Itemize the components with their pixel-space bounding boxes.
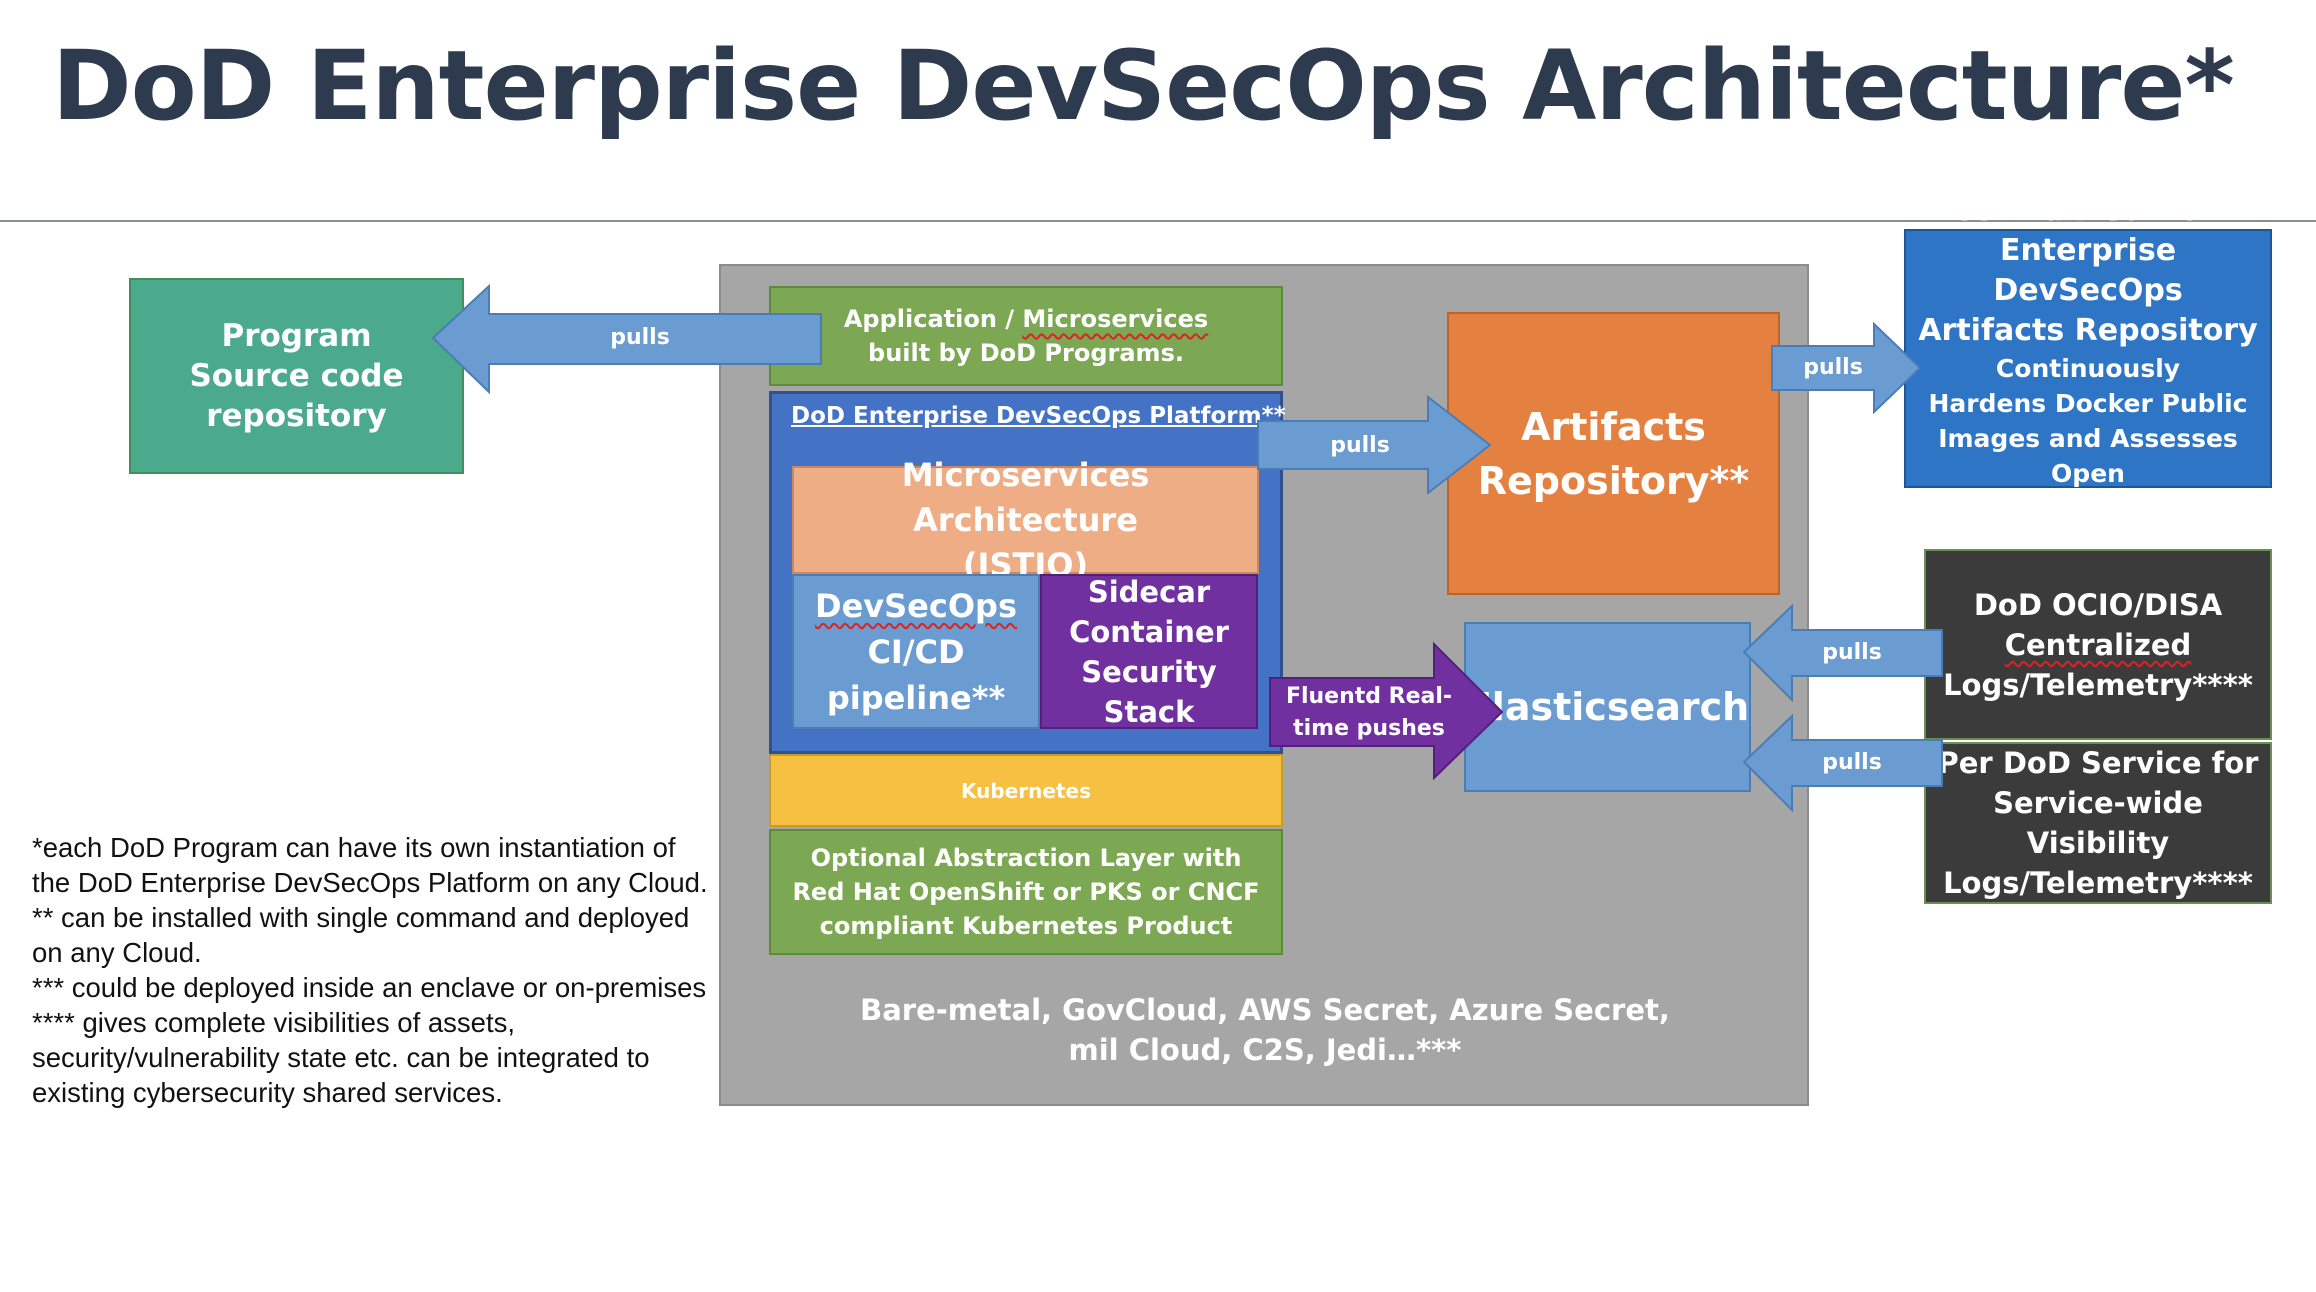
source-pulls-label: pulls <box>610 325 670 350</box>
sidecar-security-stack-box: Sidecar Container Security Stack <box>1040 574 1258 729</box>
ocio-disa-logs-box: DoD OCIO/DISA Centralized Logs/Telemetry… <box>1924 549 2272 740</box>
cicd-pipeline-box: DevSecOps CI/CD pipeline** <box>792 574 1040 729</box>
elasticsearch-box: Elasticsearch <box>1464 622 1751 792</box>
abstraction-layer-box: Optional Abstraction Layer with Red Hat … <box>769 829 1283 955</box>
centralized-artifacts-repo-box: Centralized DoD Enterprise DevSecOps Art… <box>1904 193 2272 523</box>
centralized-repo-description: Continuously Hardens Docker Public Image… <box>1928 354 2248 523</box>
artifacts-pulls-label: pulls <box>1330 433 1390 458</box>
footnotes: *each DoD Program can have its own insta… <box>32 832 708 1108</box>
page-title: DoD Enterprise DevSecOps Architecture* <box>52 30 2235 142</box>
service-pulls-label: pulls <box>1822 750 1882 775</box>
istio-box: Microservices Architecture (ISTIO) <box>792 456 1259 584</box>
fluentd-push-arrow <box>1269 641 1504 781</box>
source-pulls-arrow <box>431 283 822 395</box>
program-source-repo-box: Program Source code repository <box>129 278 464 474</box>
per-service-logs-box: Per DoD Service for Service-wide Visibil… <box>1924 742 2272 904</box>
central-repo-pulls-arrow <box>1771 321 1922 415</box>
central-repo-pulls-label: pulls <box>1803 355 1863 380</box>
title-divider <box>0 220 2316 222</box>
application-microservices-box: Application / Microservices built by DoD… <box>769 286 1283 386</box>
fluentd-push-label: Fluentd Real- time pushes <box>1285 684 1453 741</box>
kubernetes-box: Kubernetes <box>769 754 1283 827</box>
ocio-pulls-arrow <box>1742 603 1943 703</box>
service-pulls-arrow <box>1742 713 1943 813</box>
ocio-pulls-label: pulls <box>1822 640 1882 665</box>
program-source-repo-label: Program Source code repository <box>189 318 404 434</box>
cloud-infrastructure-label: Bare-metal, GovCloud, AWS Secret, Azure … <box>860 993 1670 1067</box>
centralized-repo-title: Centralized DoD Enterprise DevSecOps Art… <box>1918 193 2258 348</box>
devsecops-platform-label: DoD Enterprise DevSecOps Platform** <box>791 403 1286 429</box>
artifacts-pulls-arrow <box>1257 394 1492 496</box>
artifacts-repository-box: Artifacts Repository** <box>1447 312 1780 595</box>
